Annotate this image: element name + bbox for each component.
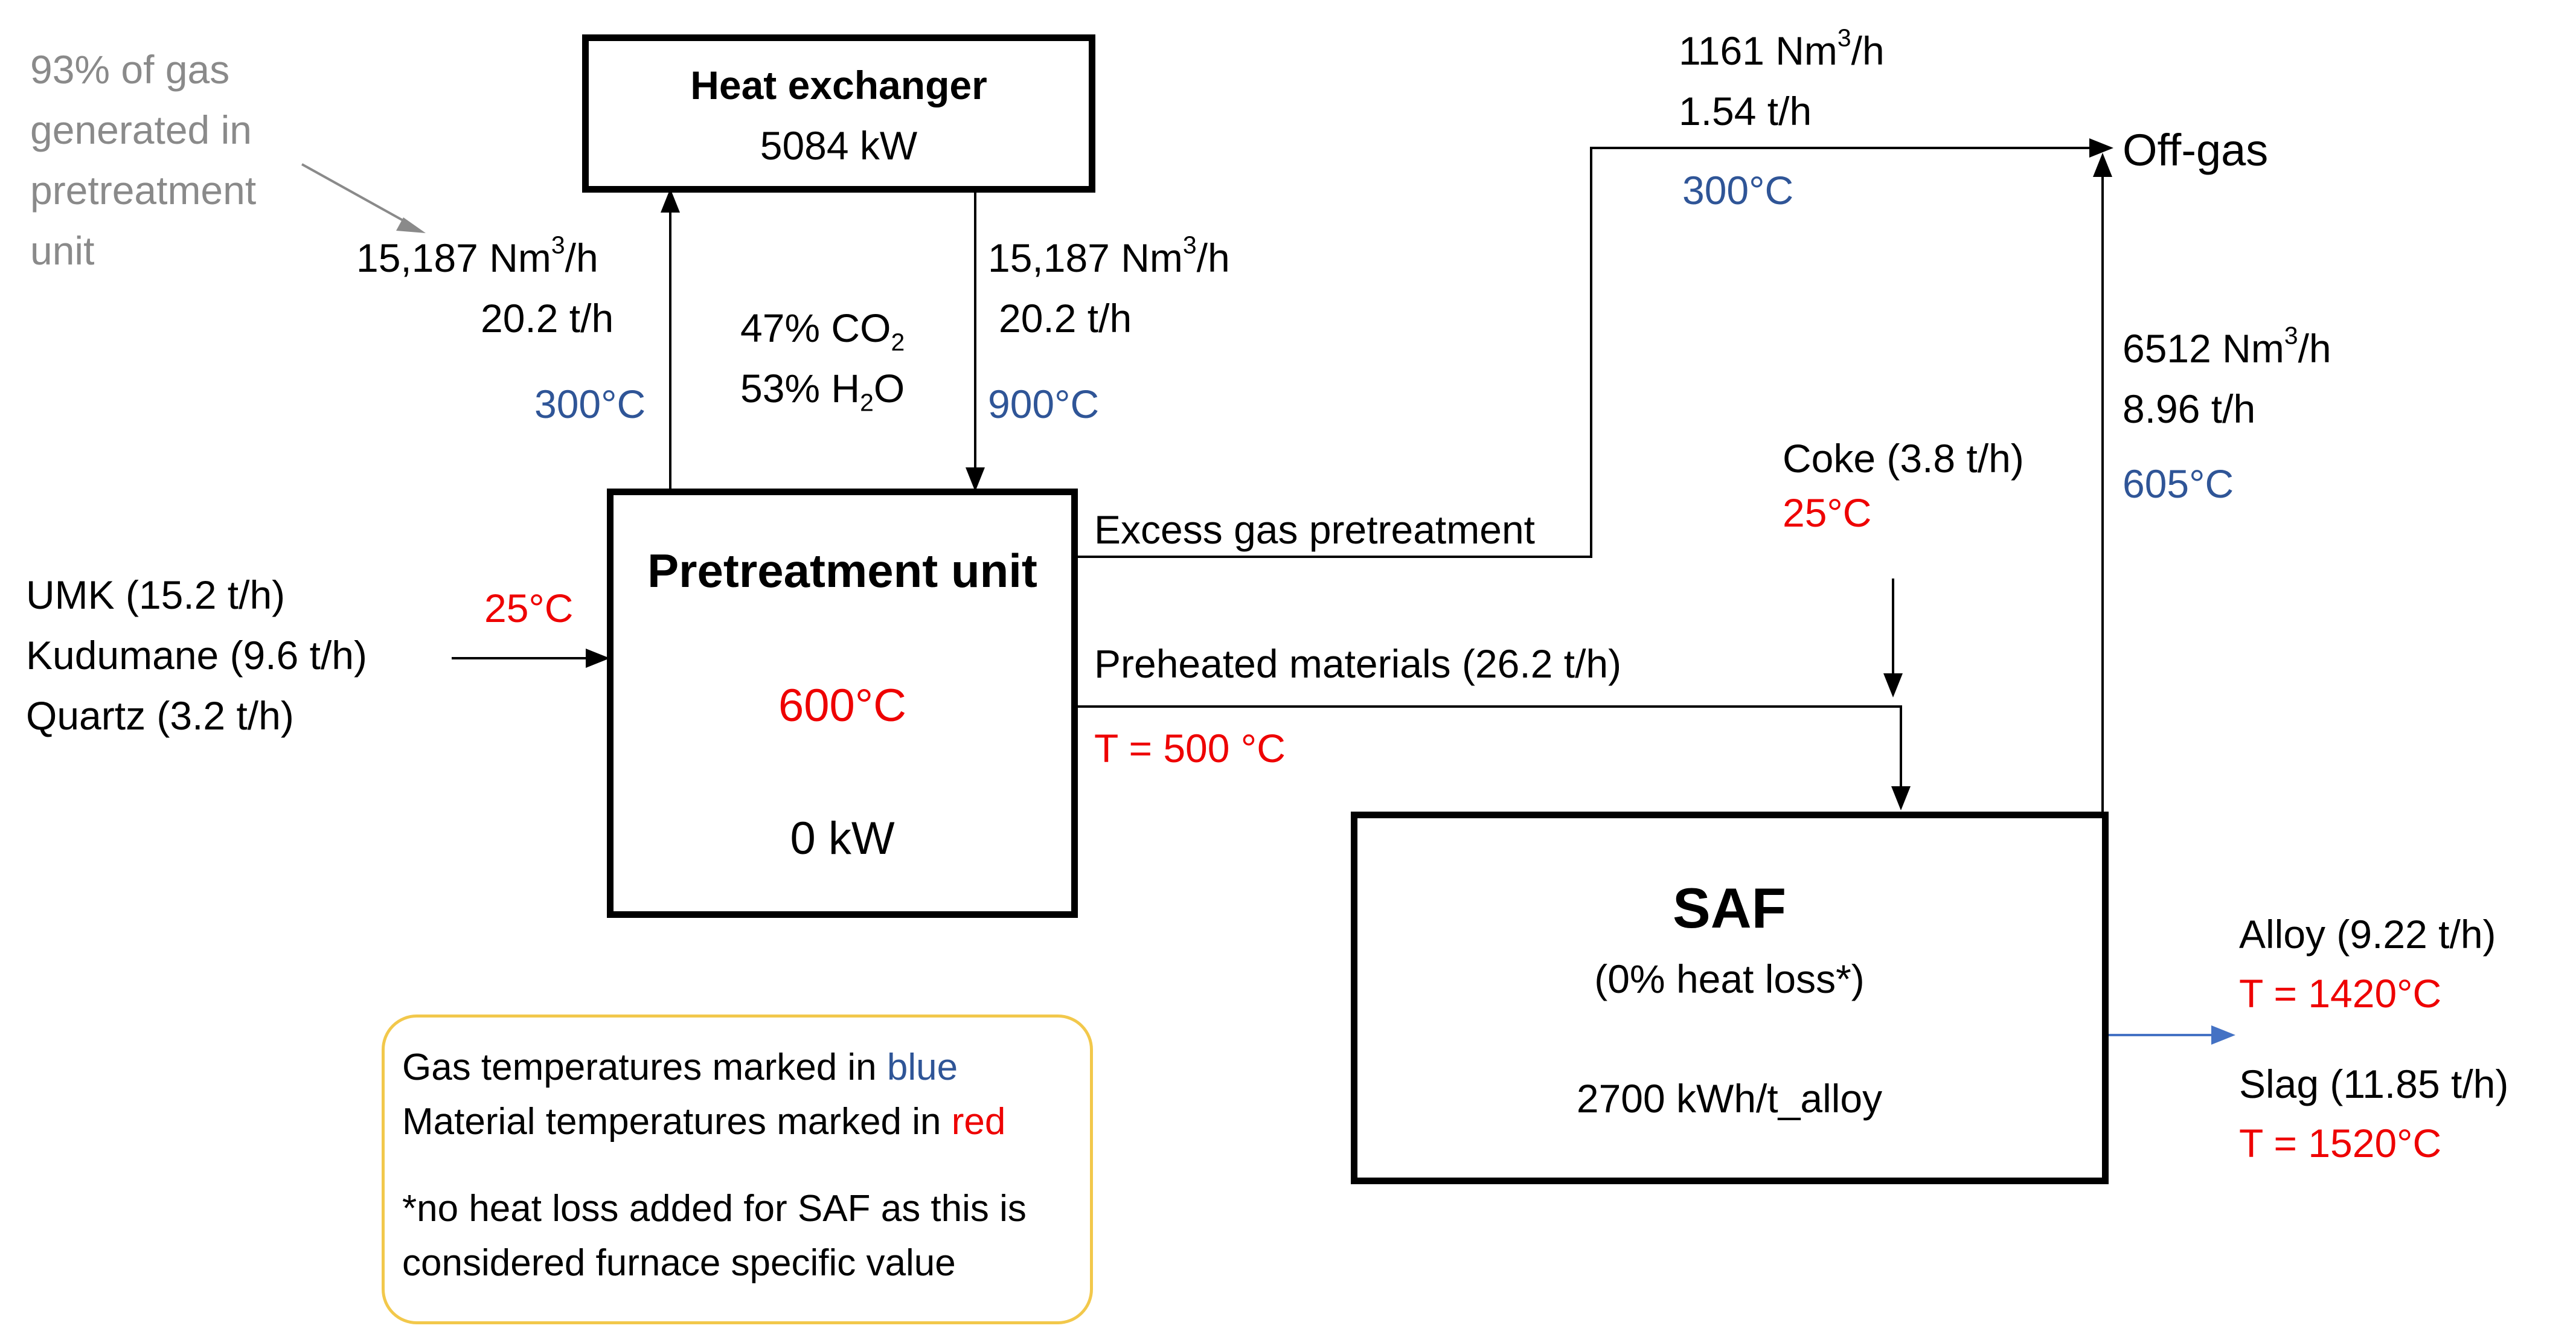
saf-title: SAF bbox=[1673, 876, 1786, 940]
legend-red-word: red bbox=[951, 1101, 1006, 1143]
offgas-top-mass: 1.54 t/h bbox=[1679, 89, 1812, 133]
preheated-materials-line bbox=[1075, 705, 1902, 798]
input-quartz: Quartz (3.2 t/h) bbox=[26, 693, 294, 738]
offgas-top-temp: 300°C bbox=[1682, 168, 1794, 213]
input-umk: UMK (15.2 t/h) bbox=[26, 572, 286, 617]
gray-note-line-1: 93% of gas bbox=[30, 47, 230, 92]
gas-out-flow: 15,187 Nm3/h bbox=[356, 231, 598, 280]
saf-gas-flow: 6512 Nm3/h bbox=[2123, 321, 2331, 371]
saf-gas-temp: 605°C bbox=[2123, 461, 2234, 506]
offgas-top-flow: 1161 Nm3/h bbox=[1679, 24, 1885, 73]
legend-blue-word: blue bbox=[886, 1047, 958, 1088]
output-alloy-temp: T = 1420°C bbox=[2239, 971, 2442, 1016]
gas-in-flow: 15,187 Nm3/h bbox=[988, 231, 1230, 280]
gas-out-temp: 300°C bbox=[534, 382, 646, 426]
gas-in-mass: 20.2 t/h bbox=[999, 296, 1132, 341]
legend-gas-line: Gas temperatures marked in blue bbox=[402, 1047, 958, 1088]
coke-temp: 25°C bbox=[1783, 490, 1872, 535]
legend-box bbox=[382, 1015, 1093, 1324]
gas-in-temp: 900°C bbox=[988, 382, 1100, 426]
saf-heat-loss-note: (0% heat loss*) bbox=[1594, 957, 1865, 1001]
gas-out-mass: 20.2 t/h bbox=[481, 296, 614, 341]
gray-note-line-4: unit bbox=[30, 228, 95, 273]
gray-note-line-3: pretreatment bbox=[30, 168, 257, 213]
composition-h2o: 53% H2O bbox=[740, 366, 905, 417]
offgas-label: Off-gas bbox=[2123, 125, 2269, 175]
output-slag-temp: T = 1520°C bbox=[2239, 1121, 2442, 1165]
preheated-materials-label: Preheated materials (26.2 t/h) bbox=[1094, 641, 1622, 686]
input-kudumane: Kudumane (9.6 t/h) bbox=[26, 633, 367, 678]
saf-gas-mass: 8.96 t/h bbox=[2123, 386, 2256, 431]
gray-note-line-2: generated in bbox=[30, 107, 252, 152]
legend-note-line-2: considered furnace specific value bbox=[402, 1242, 956, 1284]
saf-box bbox=[1351, 812, 2109, 1184]
heat-exchanger-title: Heat exchanger bbox=[690, 63, 987, 107]
preheated-materials-temp: T = 500 °C bbox=[1094, 726, 1286, 771]
pretreatment-unit-temp: 600°C bbox=[778, 680, 907, 731]
input-temp: 25°C bbox=[484, 586, 574, 630]
legend-material-line: Material temperatures marked in red bbox=[402, 1101, 1006, 1143]
composition-co2: 47% CO2 bbox=[740, 306, 905, 356]
coke-label: Coke (3.8 t/h) bbox=[1783, 436, 2024, 481]
legend-note-line-1: *no heat loss added for SAF as this is bbox=[402, 1188, 1027, 1229]
pretreatment-unit-title: Pretreatment unit bbox=[647, 544, 1037, 597]
pretreatment-unit-power: 0 kW bbox=[790, 813, 895, 864]
heat-exchanger-power: 5084 kW bbox=[760, 123, 918, 168]
pretreatment-unit-box bbox=[607, 489, 1078, 918]
gray-note-arrow bbox=[301, 163, 411, 226]
output-slag: Slag (11.85 t/h) bbox=[2239, 1062, 2509, 1106]
output-alloy: Alloy (9.22 t/h) bbox=[2239, 912, 2496, 957]
saf-energy: 2700 kWh/t_alloy bbox=[1576, 1076, 1883, 1121]
heat-exchanger-box bbox=[582, 34, 1095, 193]
excess-gas-label: Excess gas pretreatment bbox=[1094, 507, 1535, 552]
excess-gas-line bbox=[1075, 147, 2098, 558]
